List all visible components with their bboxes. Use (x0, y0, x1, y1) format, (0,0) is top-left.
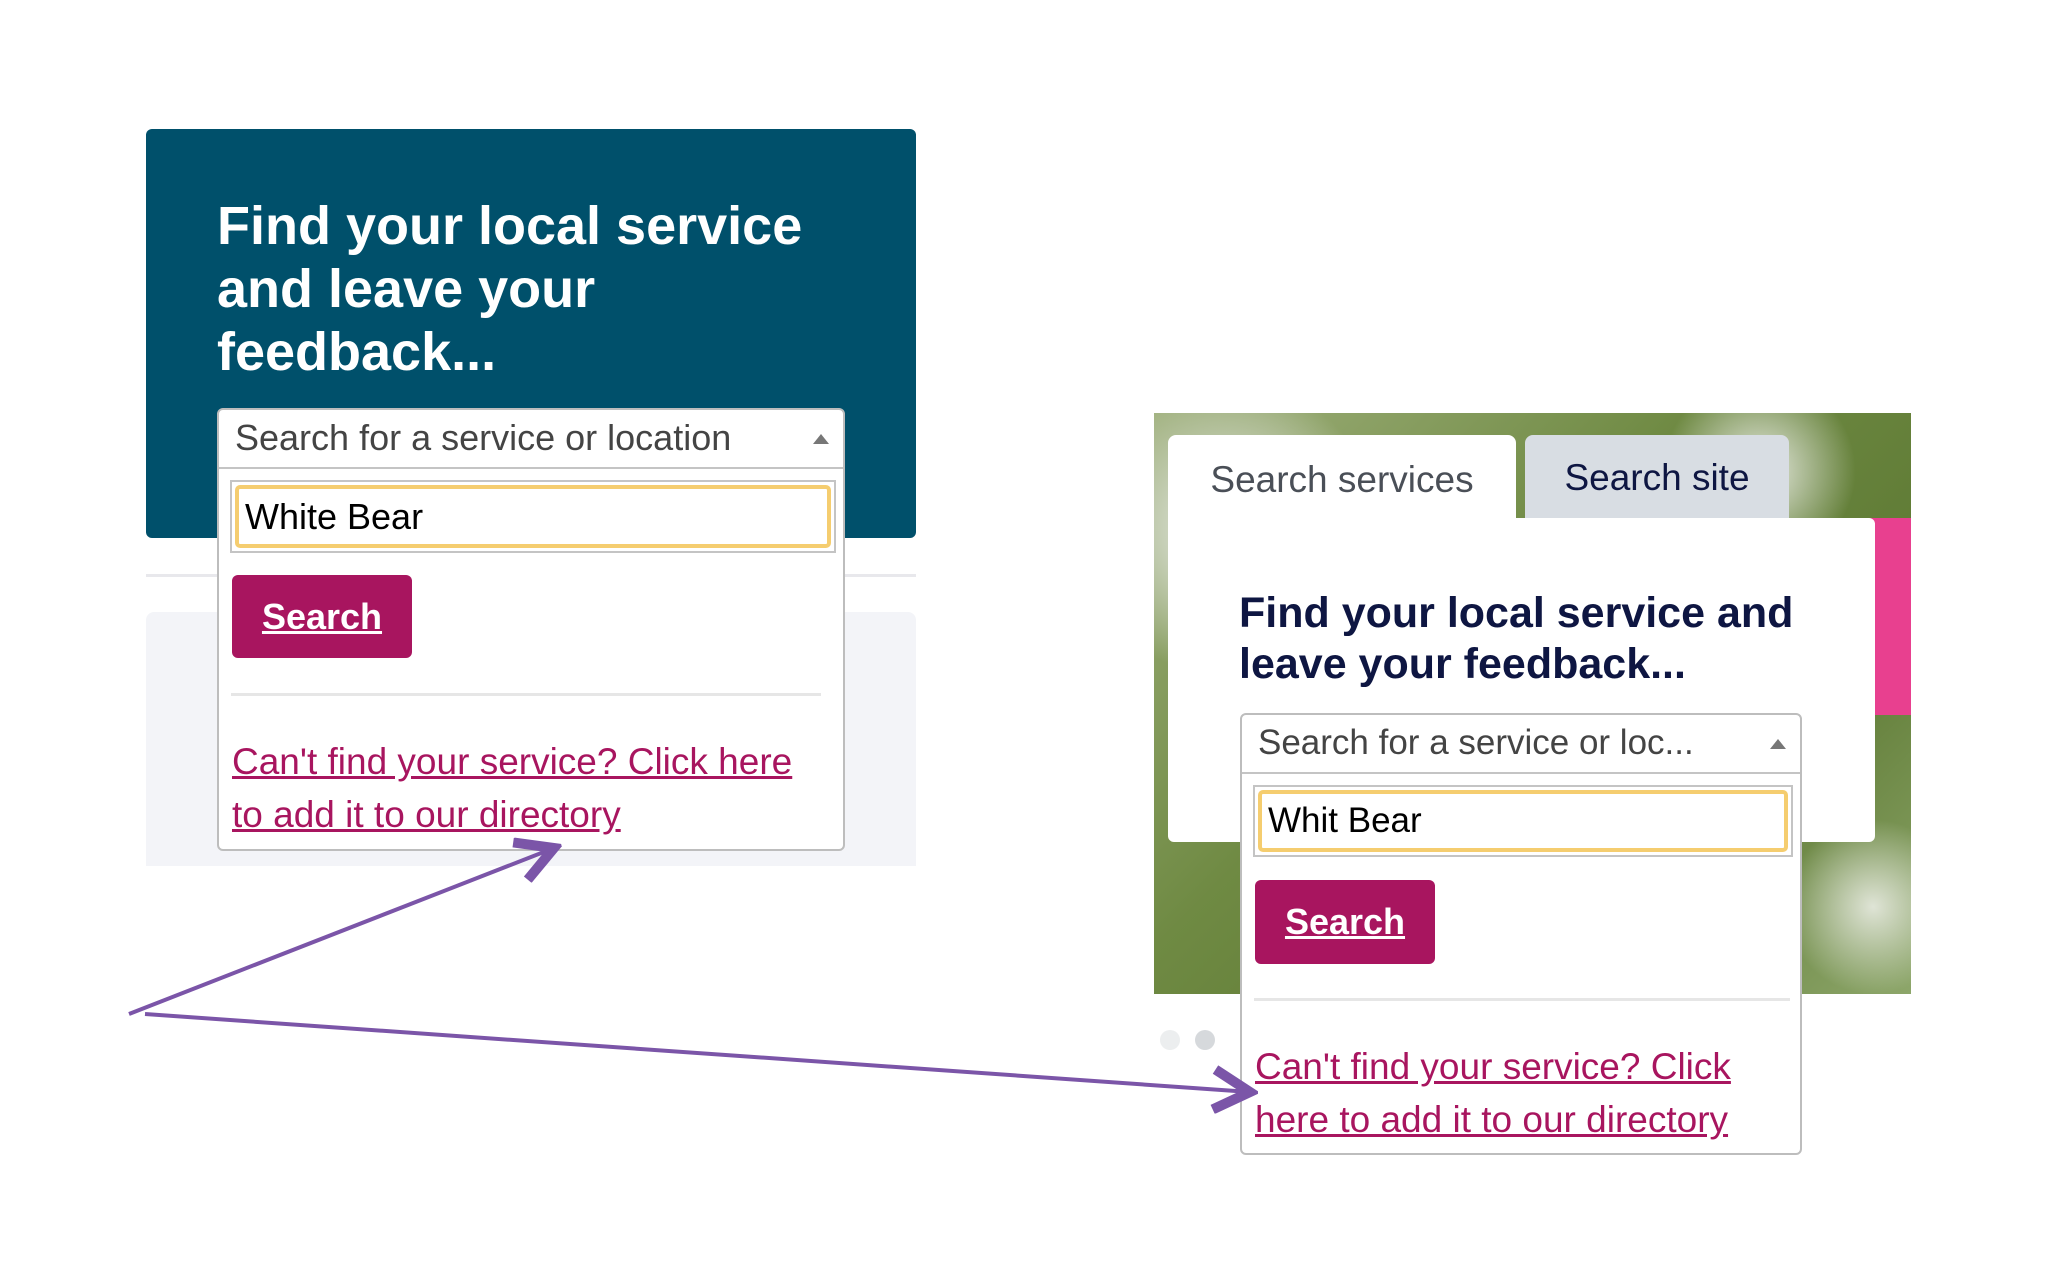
caret-up-icon (813, 434, 829, 444)
search-dropdown: Search for a service or location Search … (217, 408, 845, 851)
card-heading: Find your local service and leave your f… (1239, 589, 1794, 688)
arrow-to-left-link (128, 848, 554, 1016)
divider (1254, 998, 1790, 1001)
search-dropdown: Search for a service or loc... Search Ca… (1240, 713, 1802, 1155)
arrow-to-right-link (144, 1012, 1250, 1092)
carousel-dot[interactable] (1195, 1030, 1215, 1050)
dropdown-header[interactable]: Search for a service or location (219, 410, 843, 469)
search-input[interactable] (235, 485, 831, 548)
search-input[interactable] (1258, 790, 1788, 852)
dropdown-header[interactable]: Search for a service or loc... (1242, 715, 1800, 774)
search-input-wrapper (1253, 785, 1793, 857)
add-service-link[interactable]: Can't find your service? Click here to a… (232, 741, 793, 835)
search-input-wrapper (230, 480, 836, 553)
tab-search-services[interactable]: Search services (1168, 435, 1516, 525)
search-button[interactable]: Search (1255, 880, 1435, 964)
caret-up-icon (1770, 739, 1786, 749)
dropdown-label: Search for a service or location (235, 417, 732, 458)
tab-search-site[interactable]: Search site (1525, 435, 1789, 521)
add-service-link[interactable]: Can't find your service? Click here to a… (1255, 1046, 1731, 1140)
hero-heading: Find your local service and leave your f… (217, 196, 803, 382)
carousel-dot[interactable] (1160, 1030, 1180, 1050)
dropdown-label: Search for a service or loc... (1258, 723, 1694, 762)
search-button[interactable]: Search (232, 575, 412, 658)
divider (231, 693, 821, 696)
